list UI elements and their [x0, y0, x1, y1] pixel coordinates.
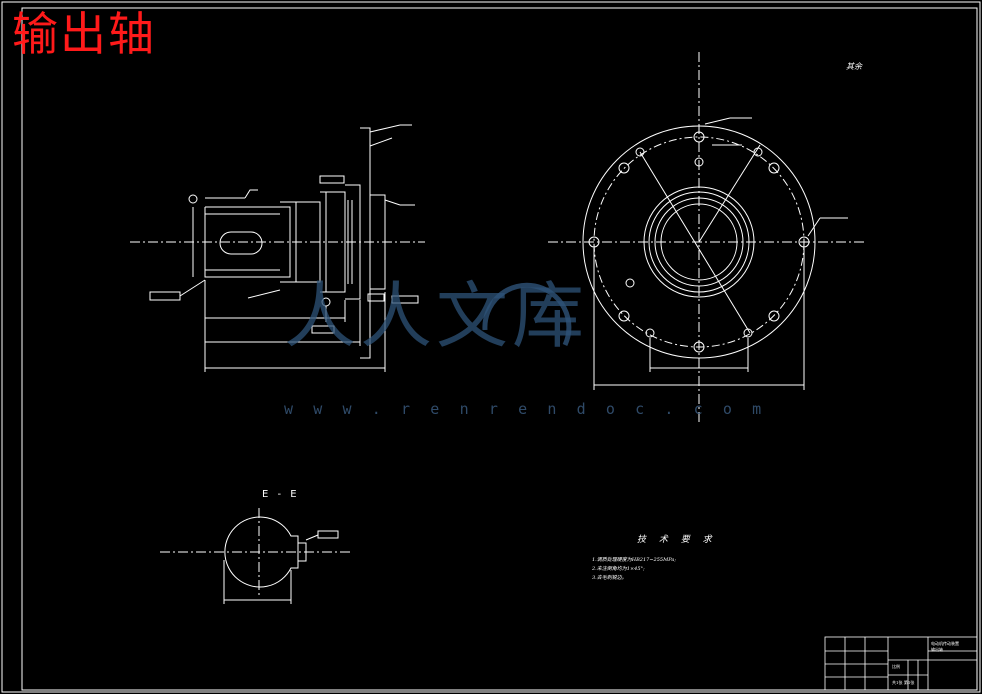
title-block [824, 636, 978, 691]
watermark-characters: 人人文库 [284, 274, 589, 358]
section-e-e [160, 508, 350, 604]
title-block-name-2: 输出轴 [931, 647, 943, 652]
tech-requirement-item: 2.未注倒角均为1×45°; [592, 566, 645, 572]
watermark-logo [482, 282, 572, 347]
flange-front-view [548, 52, 865, 425]
shaft-side-view [130, 124, 425, 372]
inner-frame [21, 7, 978, 691]
title-block-sheet: 共1张 第1张 [892, 680, 915, 685]
drawing-title: 输出轴 [12, 7, 156, 61]
tech-requirement-item: 3.去毛刺锐边。 [592, 575, 627, 581]
title-block-scale: 比例 [892, 664, 900, 669]
tech-requirements-heading: 技 术 要 求 [637, 535, 717, 545]
tech-requirement-item: 1.调质处理硬度为HB217~255MPa; [592, 557, 677, 563]
section-label: E - E [262, 489, 300, 500]
title-block-name-1: 电动机传动装置 [931, 641, 959, 646]
surface-note: 其余 [846, 62, 862, 71]
watermark-url: w w w . r e n r e n d o c . c o m [284, 400, 767, 418]
